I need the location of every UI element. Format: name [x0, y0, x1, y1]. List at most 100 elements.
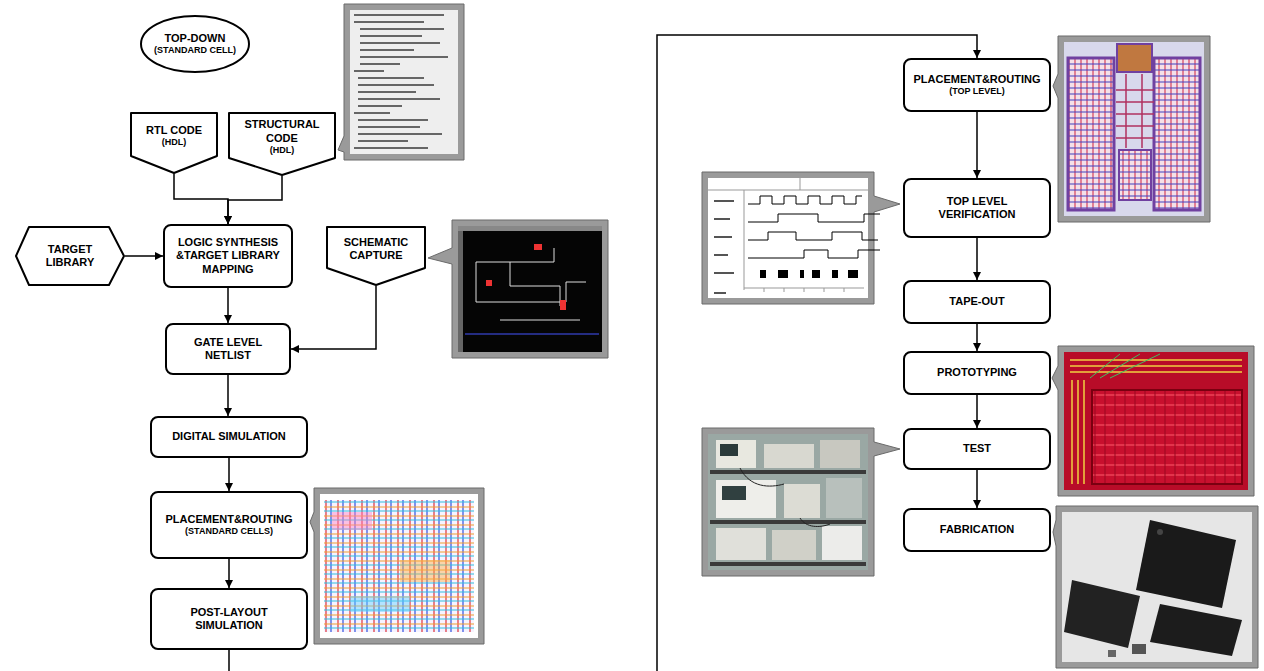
layout-patch	[350, 596, 410, 612]
text-holder: TARGET LIBRARY	[31, 243, 109, 269]
connectors	[125, 35, 977, 671]
layout-grid	[324, 500, 474, 632]
code-page	[350, 10, 458, 154]
step-label: PROTOTYPING	[909, 366, 1045, 379]
step-label: TOP-DOWN	[152, 32, 238, 45]
text-holder: PROTOTYPING	[909, 366, 1045, 379]
flow-arrow	[228, 458, 230, 491]
text-holder: SCHEMATIC CAPTURE	[332, 236, 420, 262]
die-pads	[1070, 360, 1242, 484]
library-box: TARGET LIBRARY	[15, 226, 125, 286]
flow-arrow	[976, 112, 978, 178]
callout-frame	[1053, 506, 1258, 668]
text-holder: RTL CODE(HDL)	[136, 124, 212, 148]
schematic-part	[534, 244, 542, 250]
chip-block	[1154, 58, 1200, 210]
code-screenshot	[338, 4, 464, 160]
callout-frame	[702, 428, 900, 576]
chip-wires	[1116, 74, 1154, 148]
chip-block	[1068, 58, 1114, 210]
flow-arrow	[976, 470, 978, 508]
text-holder: PLACEMENT&ROUTING(TOP LEVEL)	[909, 73, 1045, 97]
flow-arrow	[228, 176, 282, 224]
step-label: POST-LAYOUT SIMULATION	[156, 606, 302, 632]
cell-layout	[310, 488, 484, 644]
text-holder: GATE LEVEL NETLIST	[171, 336, 285, 362]
schematic-part	[560, 300, 566, 310]
callout-frame	[338, 4, 464, 160]
process-box: LOGIC SYNTHESIS &TARGET LIBRARY MAPPING	[163, 224, 293, 288]
schematic-part	[486, 280, 492, 286]
instrument	[716, 528, 766, 560]
text-holder: FABRICATION	[909, 523, 1045, 536]
step-label: TEST	[909, 442, 1045, 455]
text-holder: DIGITAL SIMULATION	[156, 430, 302, 443]
tool-bar	[458, 231, 463, 352]
waveform-screenshot	[702, 172, 900, 304]
step-label: FABRICATION	[909, 523, 1045, 536]
text-holder: TOP-DOWN(STANDARD CELL)	[152, 32, 238, 56]
process-box: TEST	[903, 428, 1051, 470]
chip-package	[1136, 520, 1236, 608]
chip-ground	[1064, 42, 1204, 216]
instrument-screen	[722, 486, 746, 500]
text-holder: STRUCTURAL CODE(HDL)	[234, 118, 330, 155]
chip-package	[1064, 580, 1140, 648]
shape-outline	[131, 113, 217, 173]
text-holder: PLACEMENT&ROUTING(STANDARD CELLS)	[156, 513, 302, 537]
step-sublabel: (HDL)	[234, 145, 330, 156]
signal-names	[714, 201, 734, 293]
chip-block	[1117, 44, 1152, 72]
process-box: PLACEMENT&ROUTING(STANDARD CELLS)	[150, 491, 308, 559]
die-bonds	[1090, 354, 1160, 378]
text-holder: TOP LEVEL VERIFICATION	[909, 195, 1045, 221]
callout-frame	[1052, 346, 1254, 496]
instrument	[772, 530, 816, 560]
callout-frame	[428, 220, 608, 358]
bus-signal	[760, 270, 858, 278]
chip-package	[1132, 644, 1146, 654]
flow-arrow	[228, 559, 230, 588]
step-label: STRUCTURAL CODE	[234, 118, 330, 144]
step-label: PLACEMENT&ROUTING	[909, 73, 1045, 86]
step-label: GATE LEVEL NETLIST	[171, 336, 285, 362]
step-sublabel: (HDL)	[136, 137, 212, 148]
start-ellipse: TOP-DOWN(STANDARD CELL)	[140, 15, 250, 73]
schematic-screenshot	[428, 220, 608, 358]
flow-arrow	[976, 238, 978, 280]
callout-frame	[310, 488, 484, 644]
process-box: DIGITAL SIMULATION	[150, 416, 308, 458]
flow-arrow	[227, 288, 229, 323]
process-box: FABRICATION	[903, 508, 1051, 552]
waveforms	[748, 196, 880, 258]
process-box: PLACEMENT&ROUTING(TOP LEVEL)	[903, 58, 1051, 112]
instrument	[822, 526, 862, 560]
flow-arrow	[291, 286, 376, 349]
layout-ground	[320, 494, 478, 638]
step-label: SCHEMATIC CAPTURE	[332, 236, 420, 262]
layout-patch	[400, 560, 450, 582]
instrument	[820, 440, 860, 468]
callout-frame	[702, 172, 900, 304]
step-label: TAPE-OUT	[909, 295, 1045, 308]
step-label: RTL CODE	[136, 124, 212, 137]
layout-patch	[332, 512, 372, 530]
step-sublabel: (STANDARD CELLS)	[156, 526, 302, 537]
photo-ground	[1062, 512, 1252, 662]
step-label: DIGITAL SIMULATION	[156, 430, 302, 443]
pin-mark	[1157, 529, 1163, 535]
text-holder: POST-LAYOUT SIMULATION	[156, 606, 302, 632]
instrument-screen	[720, 444, 738, 456]
process-box: POST-LAYOUT SIMULATION	[150, 588, 308, 650]
instrument	[716, 440, 756, 468]
flow-arrow	[174, 174, 228, 224]
chip-layout	[1053, 36, 1210, 222]
code-lines	[354, 15, 448, 148]
input-box: RTL CODE(HDL)	[130, 112, 218, 174]
lab-wall	[708, 434, 868, 570]
schematic-screen	[458, 226, 602, 352]
input-box: SCHEMATIC CAPTURE	[326, 226, 426, 286]
chip-block	[1119, 150, 1151, 200]
process-box: PROTOTYPING	[903, 351, 1051, 395]
